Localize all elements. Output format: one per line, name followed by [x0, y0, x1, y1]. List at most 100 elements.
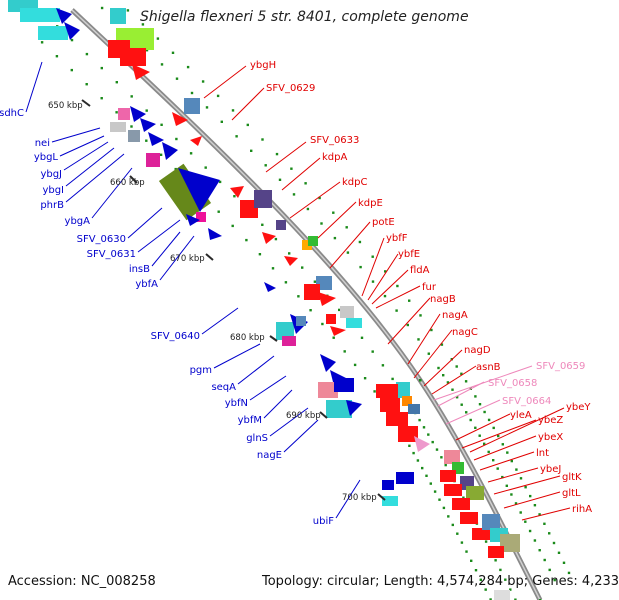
- track-tick: [509, 588, 512, 591]
- track-tick: [381, 364, 385, 367]
- track-tick: [543, 522, 546, 525]
- track-tick: [345, 226, 348, 229]
- track-tick: [261, 138, 264, 141]
- track-tick: [469, 418, 472, 422]
- gene-label-ubiF[interactable]: ubiF: [313, 516, 334, 527]
- track-tick: [504, 578, 507, 581]
- track-tick: [548, 532, 551, 535]
- track-tick: [100, 6, 104, 10]
- track-tick: [261, 223, 264, 226]
- gene-label-gltK[interactable]: gltK: [562, 472, 582, 483]
- track-tick: [430, 328, 433, 332]
- gene-label-ybeZ[interactable]: ybeZ: [538, 415, 563, 426]
- gene-label-pgm[interactable]: pgm: [190, 365, 212, 376]
- gene-label-ybgL[interactable]: ybgL: [34, 152, 59, 163]
- gene-label-seqA[interactable]: seqA: [211, 382, 236, 393]
- track-tick: [557, 551, 561, 554]
- gene-label-ybgA[interactable]: ybgA: [65, 216, 91, 227]
- gene-label-kdpA[interactable]: kdpA: [322, 152, 347, 163]
- pink-gene-labels: SFV_0659 SFV_0658 SFV_0664: [488, 361, 585, 407]
- track-tick: [492, 426, 495, 430]
- track-tick: [332, 211, 335, 214]
- gene-label-ybfF[interactable]: ybfF: [386, 233, 408, 244]
- track-tick: [278, 178, 282, 181]
- track-tick: [235, 135, 238, 138]
- track-tick: [484, 588, 487, 591]
- kbp-label: 650 kbp: [48, 101, 83, 111]
- gene-label-kdpE[interactable]: kdpE: [358, 198, 383, 209]
- gene-label-fur[interactable]: fur: [422, 282, 437, 293]
- gene-label-phrB[interactable]: phrB: [40, 200, 64, 211]
- track-tick: [470, 559, 473, 562]
- track-tick: [371, 255, 374, 258]
- kbp-label: 670 kbp: [170, 254, 205, 264]
- gene-label-ybeY[interactable]: ybeY: [566, 402, 591, 413]
- gene-label-ybeX[interactable]: ybeX: [538, 432, 563, 443]
- gene-label-rihA[interactable]: rihA: [572, 504, 592, 515]
- track-tick: [159, 153, 163, 156]
- track-tick: [412, 451, 415, 455]
- track-tick: [85, 52, 89, 56]
- gene-label-ybfA[interactable]: ybfA: [135, 279, 158, 290]
- track-tick: [451, 388, 454, 391]
- track-tick: [175, 77, 179, 80]
- gene-label-ybeJ[interactable]: ybeJ: [540, 464, 561, 475]
- gene-label-nagE[interactable]: nagE: [257, 450, 282, 461]
- track-tick: [478, 403, 482, 406]
- track-tick: [70, 68, 73, 72]
- gene-label-SFV_0630[interactable]: SFV_0630: [77, 234, 126, 245]
- kbp-label: 690 kbp: [286, 411, 321, 421]
- gene-label-kdpC[interactable]: kdpC: [342, 177, 367, 188]
- track-tick: [567, 571, 571, 575]
- gene-label-potE[interactable]: potE: [372, 217, 395, 228]
- gene-label-SFV_0658[interactable]: SFV_0658: [488, 378, 537, 389]
- track-tick: [418, 418, 421, 422]
- gene-label-ybfN[interactable]: ybfN: [225, 398, 248, 409]
- track-tick: [373, 390, 376, 393]
- gene-label-lnt[interactable]: lnt: [536, 448, 549, 459]
- track-tick: [395, 309, 398, 312]
- track-tick: [519, 511, 522, 514]
- track-tick: [271, 267, 275, 270]
- track-tick: [70, 38, 74, 42]
- gene-label-nagC[interactable]: nagC: [452, 327, 478, 338]
- track-tick: [421, 466, 424, 470]
- track-tick: [437, 366, 440, 370]
- gene-label-ybgI[interactable]: ybgI: [42, 185, 64, 196]
- track-tick: [442, 374, 445, 377]
- gene-label-SFV_0633[interactable]: SFV_0633: [310, 135, 359, 146]
- gene-label-asnB[interactable]: asnB: [476, 362, 501, 373]
- gene-label-ybgH[interactable]: ybgH: [250, 60, 276, 71]
- track-tick: [383, 294, 387, 298]
- track-tick: [474, 569, 478, 572]
- track-tick: [460, 372, 463, 375]
- track-tick: [318, 196, 321, 200]
- gene-label-SFV_0631[interactable]: SFV_0631: [87, 249, 136, 260]
- gene-label-nagA[interactable]: nagA: [442, 310, 468, 321]
- track-tick: [320, 222, 323, 225]
- gene-label-glnS[interactable]: glnS: [246, 433, 268, 444]
- track-tick: [419, 379, 422, 382]
- track-tick: [438, 498, 441, 501]
- gene-label-ybgJ[interactable]: ybgJ: [40, 169, 62, 180]
- gene-label-sdhC[interactable]: sdhC: [0, 108, 24, 119]
- track-tick: [425, 474, 428, 477]
- gene-label-nagD[interactable]: nagD: [464, 345, 491, 356]
- gene-label-nei[interactable]: nei: [35, 138, 50, 149]
- track-tick: [332, 336, 335, 339]
- gene-label-SFV_0629[interactable]: SFV_0629: [266, 83, 315, 94]
- gene-label-ybfE[interactable]: ybfE: [398, 249, 420, 260]
- gene-label-ybfM[interactable]: ybfM: [238, 415, 262, 426]
- gene-label-gltL[interactable]: gltL: [562, 488, 581, 499]
- track-tick: [529, 494, 532, 498]
- gene-label-fldA[interactable]: fldA: [410, 265, 430, 276]
- gene-label-yleA[interactable]: yleA: [510, 410, 532, 421]
- track-tick: [416, 459, 420, 462]
- gene-label-SFV_0640[interactable]: SFV_0640: [151, 331, 200, 342]
- gene-label-insB[interactable]: insB: [129, 264, 150, 275]
- gene-label-SFV_0659[interactable]: SFV_0659: [536, 361, 585, 372]
- gene-label-SFV_0664[interactable]: SFV_0664: [502, 396, 551, 407]
- track-tick: [175, 137, 178, 141]
- track-tick: [499, 568, 502, 572]
- gene-label-nagB[interactable]: nagB: [430, 294, 456, 305]
